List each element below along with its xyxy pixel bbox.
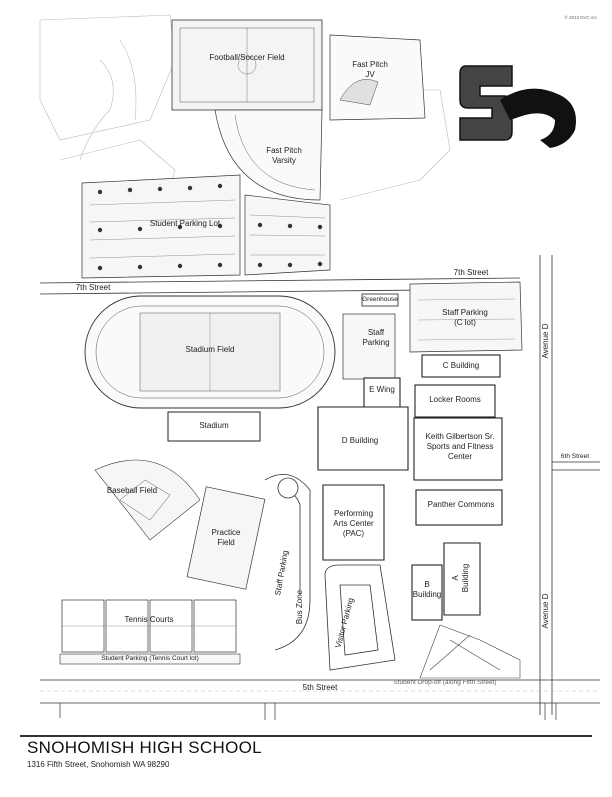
label-staff-parking: Staff Parking	[362, 328, 390, 347]
staff-parking-c-lot-shape	[409, 281, 523, 353]
label-fast-pitch-varsity: Fast Pitch Varsity	[266, 146, 302, 165]
bus-loop-shape	[264, 473, 311, 651]
label-pac: Performing Arts Center (PAC)	[333, 509, 374, 538]
label-d-building: D Building	[341, 436, 379, 445]
football-field-shape	[171, 19, 323, 111]
copyright-text: © 2012 NVC inc.	[564, 15, 598, 20]
footer-divider	[20, 735, 592, 737]
stadium-track-shape	[84, 295, 336, 409]
practice-field-shape	[186, 486, 266, 590]
label-keith-gilbertson-center: Keith Gilbertson Sr. Sports and Fitness …	[425, 432, 495, 461]
label-panther-commons: Panther Commons	[427, 500, 495, 509]
label-e-wing: E Wing	[369, 385, 395, 394]
sixth-street-road	[552, 461, 600, 471]
school-logo	[459, 65, 576, 148]
student-parking-lot-shape	[81, 174, 331, 279]
stadium-building-shape	[167, 411, 261, 442]
label-student-parking-lot: Student Parking Lot	[149, 219, 221, 228]
label-c-building: C Building	[442, 361, 480, 370]
label-bus-zone: Bus Zone	[295, 589, 304, 625]
label-baseball-field: Baseball Field	[106, 486, 158, 495]
label-practice-field: Practice Field	[211, 528, 241, 547]
tennis-parking-shape	[59, 653, 241, 665]
label-seventh-street-right: 7th Street	[453, 268, 489, 277]
staff-parking-lot-shape	[342, 313, 396, 380]
label-a-building: A Building	[451, 563, 470, 593]
school-name: SNOHOMISH HIGH SCHOOL	[27, 738, 262, 757]
label-b-building: B Building	[412, 580, 442, 599]
school-address: 1316 Fifth Street, Snohomish WA 98290	[27, 760, 170, 769]
label-avenue-d-top: Avenue D	[541, 323, 550, 359]
label-stadium-field: Stadium Field	[185, 345, 235, 354]
label-fast-pitch-jv: Fast Pitch JV	[352, 60, 388, 79]
label-locker-rooms: Locker Rooms	[429, 395, 481, 404]
label-tennis-courts: Tennis Courts	[124, 615, 174, 624]
school-buildings	[317, 354, 503, 621]
label-sixth-street: 6th Street	[560, 453, 590, 460]
visitor-parking-shape	[324, 564, 396, 671]
baseball-field-shape	[94, 459, 201, 541]
front-plaza-shape	[419, 624, 521, 679]
label-student-parking-tennis: Student Parking (Tennis Court lot)	[101, 655, 199, 662]
label-greenhouse: Greenhouse	[362, 296, 398, 303]
fifth-street-road	[40, 679, 600, 704]
label-staff-parking-c-lot: Staff Parking (C lot)	[442, 308, 488, 327]
label-avenue-d-bottom: Avenue D	[541, 593, 550, 629]
fast-pitch-jv-shape	[329, 34, 426, 121]
tennis-courts-shape	[61, 599, 237, 653]
label-seventh-street-left: 7th Street	[75, 283, 111, 292]
label-fifth-street: 5th Street	[302, 683, 338, 692]
panther-icon	[500, 88, 576, 148]
avenue-d-road	[539, 255, 553, 715]
label-stadium: Stadium	[199, 421, 229, 430]
greenhouse-shape	[361, 293, 399, 307]
label-football-field: Football/Soccer Field	[209, 53, 285, 62]
label-student-dropoff: Student Drop-off (along Fifth Street)	[393, 679, 497, 686]
fast-pitch-varsity-shape	[214, 109, 323, 201]
